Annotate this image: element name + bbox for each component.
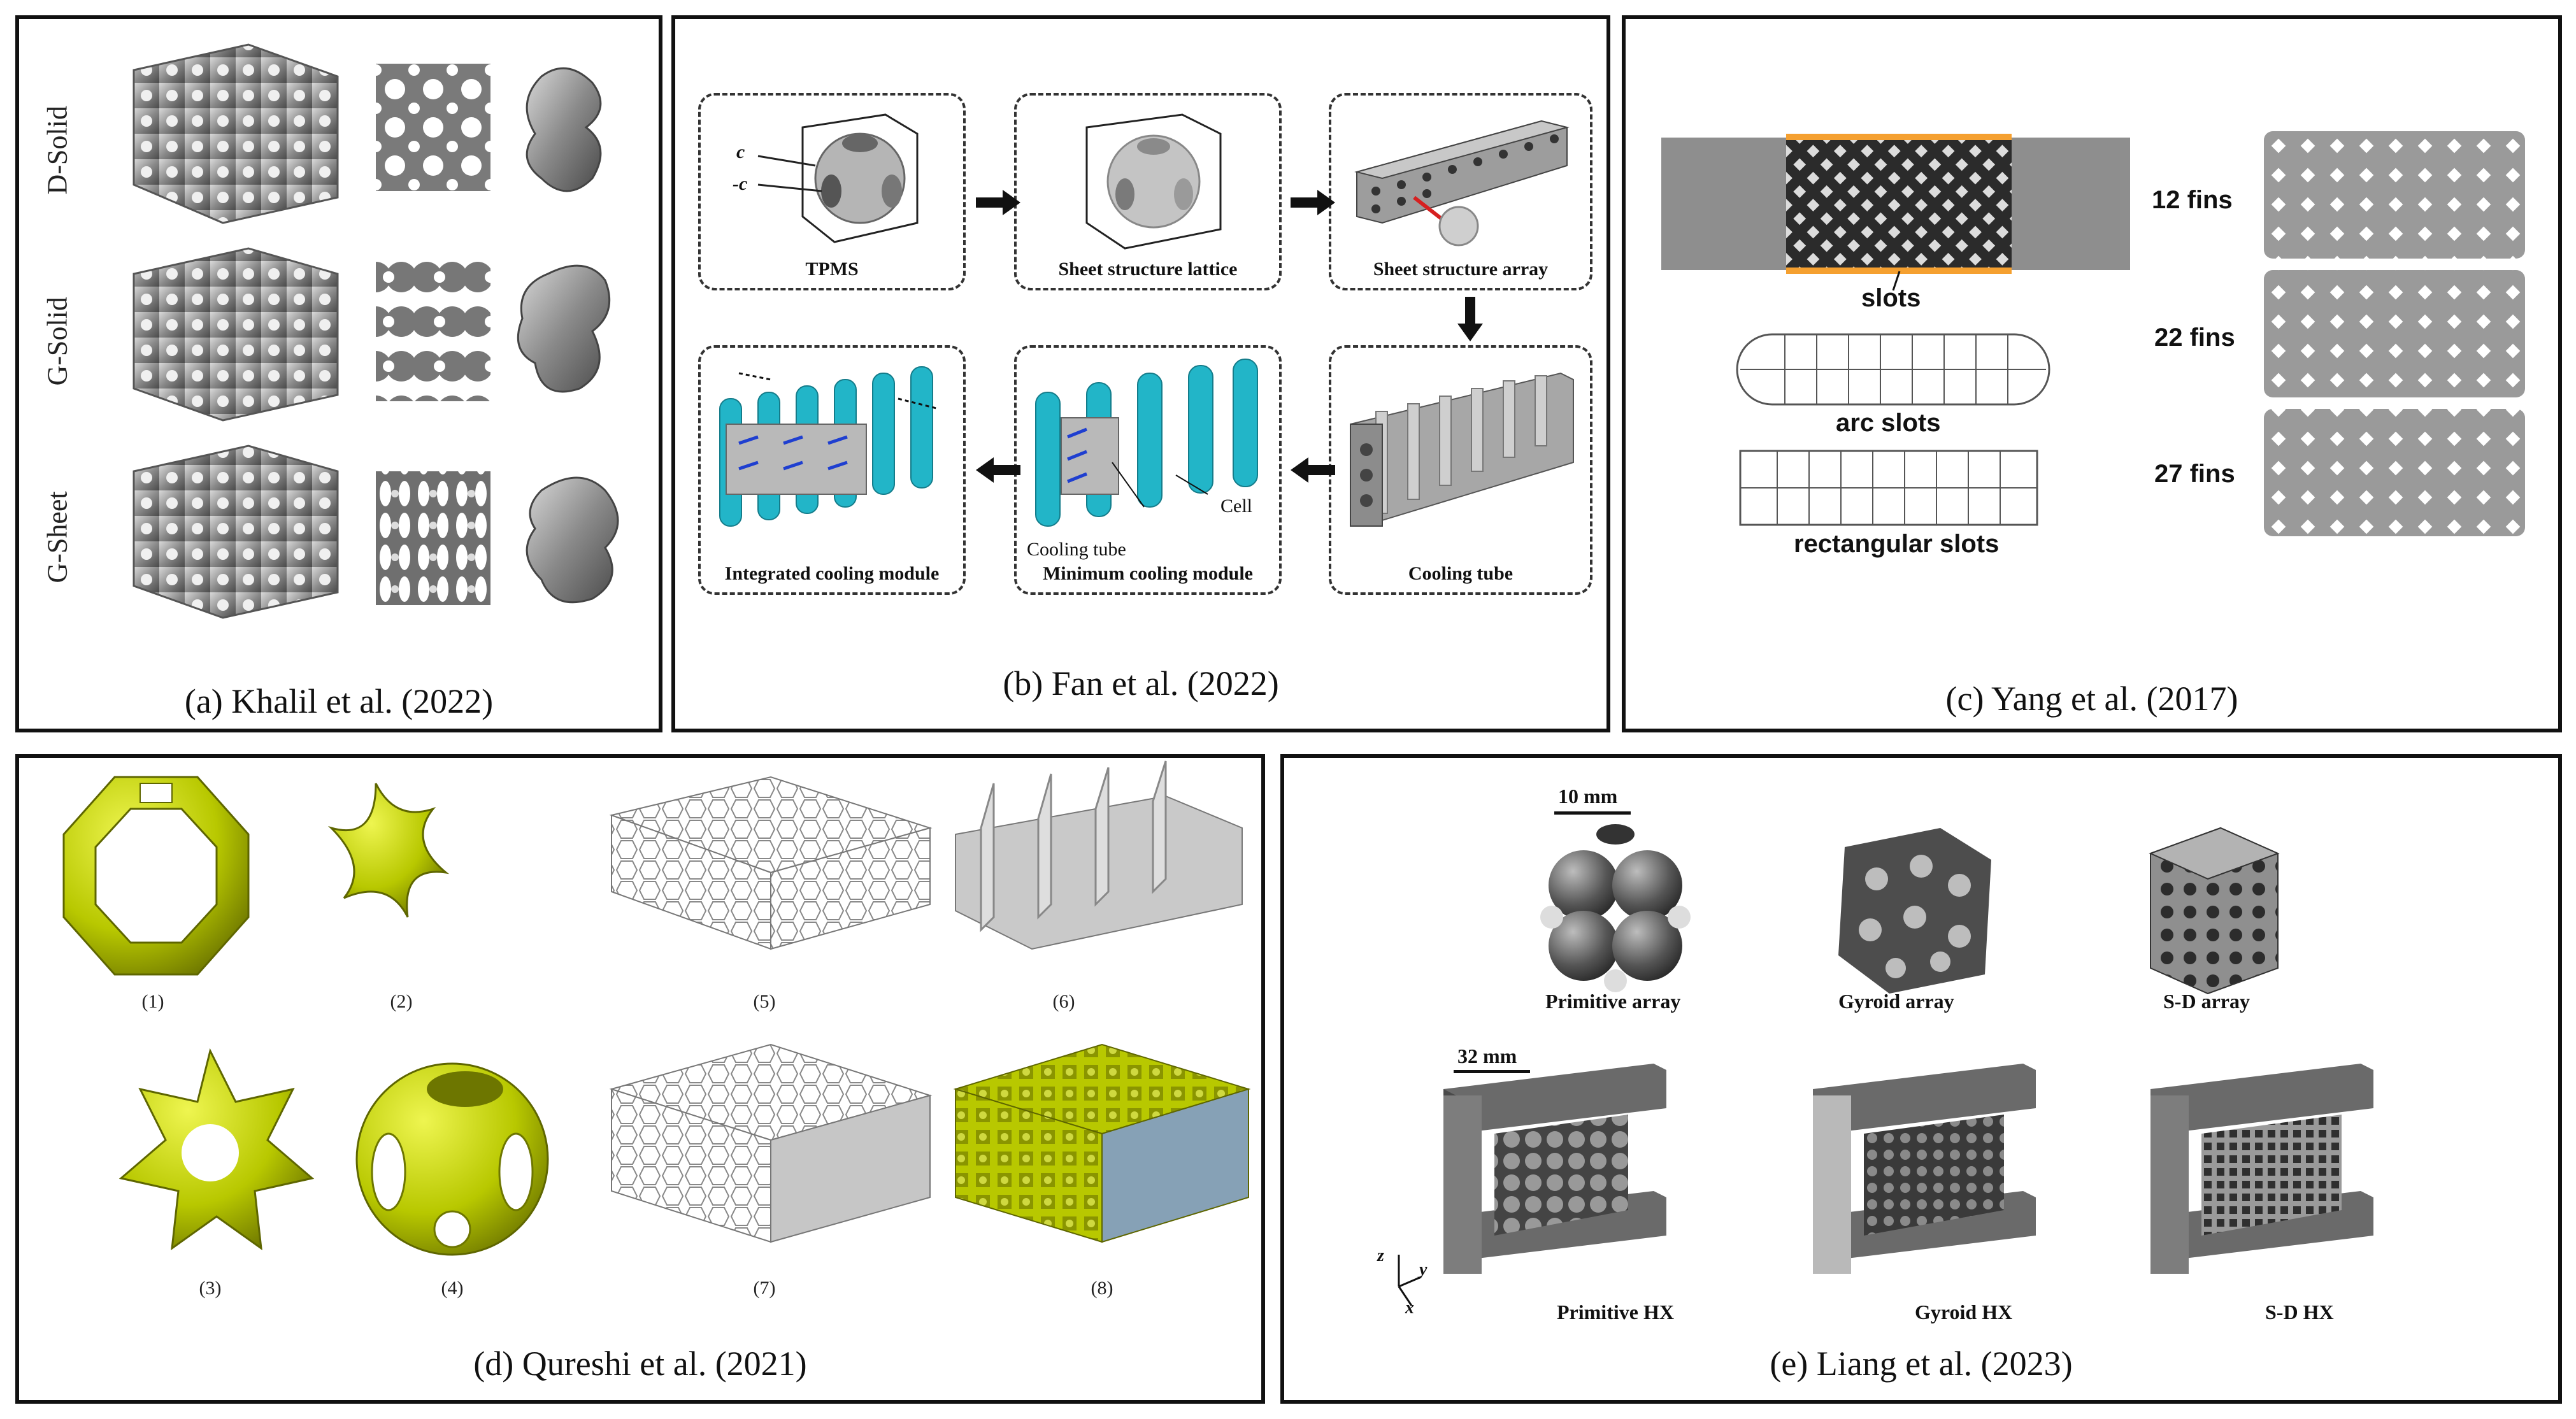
sheet-array-graphic — [1354, 120, 1570, 246]
label-8: (8) — [1091, 1278, 1113, 1299]
label-gyroid-hx: Gyroid HX — [1915, 1301, 2013, 1323]
label-cooling-tube: Cooling tube — [1408, 563, 1513, 584]
label-primitive-hx: Primitive HX — [1557, 1301, 1674, 1323]
plate-right — [2012, 138, 2130, 270]
label-1: (1) — [141, 991, 164, 1012]
edge-bottom — [1786, 267, 2012, 274]
heat-exchangers-graphic — [1398, 1064, 2373, 1306]
label-rect-slots: rectangular slots — [1794, 530, 2000, 558]
panel-c-caption: (c) Yang et al. (2017) — [1945, 680, 2238, 718]
label-27-fins: 27 fins — [2154, 460, 2235, 488]
axis-x: x — [1405, 1298, 1414, 1318]
label-2: (2) — [390, 991, 413, 1012]
label-tpms: TPMS — [805, 259, 859, 280]
label-6: (6) — [1052, 991, 1075, 1012]
panel-b-caption: (b) Fan et al. (2022) — [1003, 664, 1279, 702]
panel-e: 10 mm — [1280, 754, 2562, 1404]
panel-e-caption: (e) Liang et al. (2023) — [1770, 1344, 2073, 1383]
panel-d-caption: (d) Qureshi et al. (2021) — [473, 1344, 807, 1383]
arrow-right-1 — [976, 190, 1020, 215]
fins-graphic — [2264, 131, 2525, 536]
label-22-fins: 22 fins — [2154, 324, 2235, 352]
box-integrated-module: Integrated cooling module — [698, 345, 966, 595]
arrays-graphic — [1540, 824, 2280, 995]
cooling-tube-graphic — [1350, 372, 1574, 527]
panel-a-caption: (a) Khalil et al. (2022) — [184, 682, 494, 720]
label-7: (7) — [753, 1278, 776, 1299]
slot-lattice — [1786, 138, 2012, 270]
label-cooling-tube-inner: Cooling tube — [1027, 539, 1126, 560]
scale-bar-10mm — [1554, 811, 1631, 815]
plate-left — [1661, 138, 1786, 270]
scale-10mm: 10 mm — [1558, 785, 1618, 808]
arc-slots-graphic — [1736, 333, 2050, 406]
box-sheet-array: Sheet structure array — [1329, 93, 1592, 290]
arrow-down — [1457, 297, 1483, 341]
label-12-fins: 12 fins — [2152, 186, 2233, 214]
label-c: c — [736, 141, 745, 162]
panel-c: slots arc slots rectangular slot — [1622, 15, 2562, 732]
integrated-module-graphic — [719, 366, 937, 527]
sheet-lattice-graphic — [1085, 113, 1222, 250]
label-4: (4) — [441, 1278, 464, 1299]
box-cooling-tube: Cooling tube — [1329, 345, 1592, 595]
rect-slots-graphic — [1739, 450, 2038, 526]
label-5: (5) — [753, 991, 776, 1012]
label-cell: Cell — [1220, 496, 1252, 517]
scale-32mm: 32 mm — [1457, 1045, 1517, 1067]
label-primitive-array: Primitive array — [1545, 990, 1681, 1013]
label-minus-c: -c — [733, 173, 748, 194]
axis-z: z — [1377, 1246, 1384, 1266]
arrow-left-1 — [1291, 457, 1335, 483]
tpms-blocks-graphic — [132, 43, 619, 619]
label-sd-array: S-D array — [2163, 990, 2250, 1013]
panel-a: D-Solid G-Solid G-Sheet — [15, 15, 662, 732]
panel-d: (1) (2) (5) (6) (3) (4) (7) (8) (d) Qure… — [15, 754, 1265, 1404]
slot-lattice-pattern — [1786, 138, 2012, 270]
tpms-cube-graphic — [757, 113, 919, 243]
label-3: (3) — [199, 1278, 222, 1299]
label-sd-hx: S-D HX — [2265, 1301, 2334, 1323]
label-gyroid-array: Gyroid array — [1838, 990, 1954, 1013]
panel-b: c -c TPMS Sheet structure lattice — [671, 15, 1610, 732]
box-sheet-lattice: Sheet structure lattice — [1014, 93, 1282, 290]
row-label-g-sheet: G-Sheet — [41, 491, 73, 583]
label-sheet-array: Sheet structure array — [1373, 259, 1549, 280]
label-sheet-lattice: Sheet structure lattice — [1058, 259, 1238, 280]
arrow-right-2 — [1291, 190, 1335, 215]
lattice-shapes-graphic — [62, 760, 1251, 1256]
box-minimum-module: Cell Cooling tube Minimum cooling module — [1014, 345, 1282, 595]
row-label-d-solid: D-Solid — [41, 106, 73, 195]
minimum-module-graphic — [1035, 359, 1258, 527]
row-label-g-solid: G-Solid — [41, 297, 73, 386]
label-integrated-module: Integrated cooling module — [724, 563, 940, 584]
label-minimum-module: Minimum cooling module — [1042, 563, 1253, 584]
slots-leader-line — [1892, 271, 1901, 291]
axis-y: y — [1419, 1260, 1428, 1280]
box-tpms: c -c TPMS — [698, 93, 966, 290]
label-arc-slots: arc slots — [1836, 409, 1941, 437]
scale-bar-32mm — [1454, 1070, 1530, 1073]
label-slots: slots — [1861, 284, 1921, 312]
edge-top — [1786, 134, 2012, 140]
arrow-left-2 — [976, 457, 1020, 483]
